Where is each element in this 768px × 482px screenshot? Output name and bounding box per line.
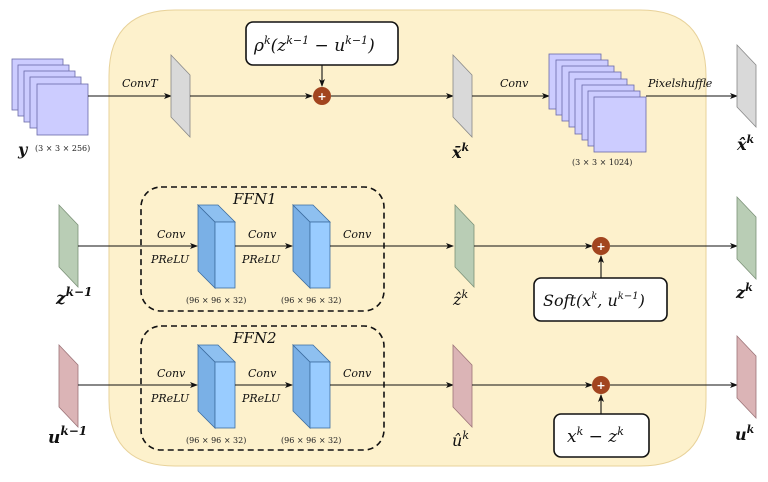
zk-plate xyxy=(736,195,757,281)
zhat-label: ẑk xyxy=(452,288,468,309)
y-dims: (3 × 3 × 256) xyxy=(35,144,90,153)
pixelshuffle-label: Pixelshuffle xyxy=(647,77,713,90)
ffn2-block-1 xyxy=(197,344,236,429)
ffn2-block1-dims: (96 × 96 × 32) xyxy=(186,436,246,445)
ffn2-op1-bottom: PReLU xyxy=(150,392,190,405)
add-node-3: + xyxy=(592,376,610,394)
xhat-plate xyxy=(736,43,757,129)
ffn2-op3-top: Conv xyxy=(343,367,372,380)
u-prev-plate xyxy=(58,343,79,429)
xhat-label: x̂k xyxy=(736,133,755,154)
soft-box xyxy=(533,277,668,322)
u-prev-label: uk−1 xyxy=(48,424,87,448)
zhat-plate xyxy=(454,203,475,289)
uhat-label: ûk xyxy=(452,429,469,450)
rho-expression: ρk(zk−1 − uk−1) xyxy=(253,34,375,56)
ffn1-op3-top: Conv xyxy=(343,228,372,241)
ffn1-op2-top: Conv xyxy=(248,228,277,241)
background-panel xyxy=(108,9,707,467)
ffn1-block-2 xyxy=(292,204,331,289)
add-node-2: + xyxy=(592,237,610,255)
conv-feature-dims: (3 × 3 × 1024) xyxy=(572,158,632,167)
ffn1-title: FFN1 xyxy=(232,190,276,208)
ffn2-title: FFN2 xyxy=(232,329,276,347)
add-node-1: + xyxy=(313,87,331,105)
uk-plate xyxy=(736,334,757,420)
zk-label: zk xyxy=(735,281,753,302)
xbar-plate xyxy=(452,53,473,139)
ffn2-dashed-box xyxy=(140,325,385,451)
conv-label: Conv xyxy=(500,77,529,90)
ffn1-op1-top: Conv xyxy=(157,228,186,241)
svg-text:+: + xyxy=(596,240,605,253)
ffn1-op1-bottom: PReLU xyxy=(150,253,190,266)
svg-text:+: + xyxy=(596,379,605,392)
conv-feature-stack xyxy=(548,53,647,153)
ffn2-block-2 xyxy=(292,344,331,429)
z-prev-label: zk−1 xyxy=(55,285,92,309)
convT-output-plate xyxy=(170,53,191,139)
ffn1-block1-dims: (96 × 96 × 32) xyxy=(186,296,246,305)
y-label: y xyxy=(17,140,29,159)
xbar-label: x̄k xyxy=(451,141,470,162)
ffn1-block-1 xyxy=(197,204,236,289)
diff-expression: xk − zk xyxy=(567,425,624,447)
ffn1-block2-dims: (96 × 96 × 32) xyxy=(281,296,341,305)
z-prev-plate xyxy=(58,203,79,289)
convT-label: ConvT xyxy=(122,77,159,90)
ffn1-op2-bottom: PReLU xyxy=(241,253,281,266)
y-feature-stack xyxy=(11,58,89,136)
uk-label: uk xyxy=(735,423,755,444)
ffn2-block2-dims: (96 × 96 × 32) xyxy=(281,436,341,445)
ffn2-op1-top: Conv xyxy=(157,367,186,380)
ffn2-op2-bottom: PReLU xyxy=(241,392,281,405)
soft-expression: Soft(xk, uk−1) xyxy=(543,291,645,310)
ffn2-op2-top: Conv xyxy=(248,367,277,380)
diff-box xyxy=(553,413,650,458)
uhat-plate xyxy=(452,343,473,429)
ffn1-dashed-box xyxy=(140,186,385,312)
svg-text:+: + xyxy=(317,90,326,103)
